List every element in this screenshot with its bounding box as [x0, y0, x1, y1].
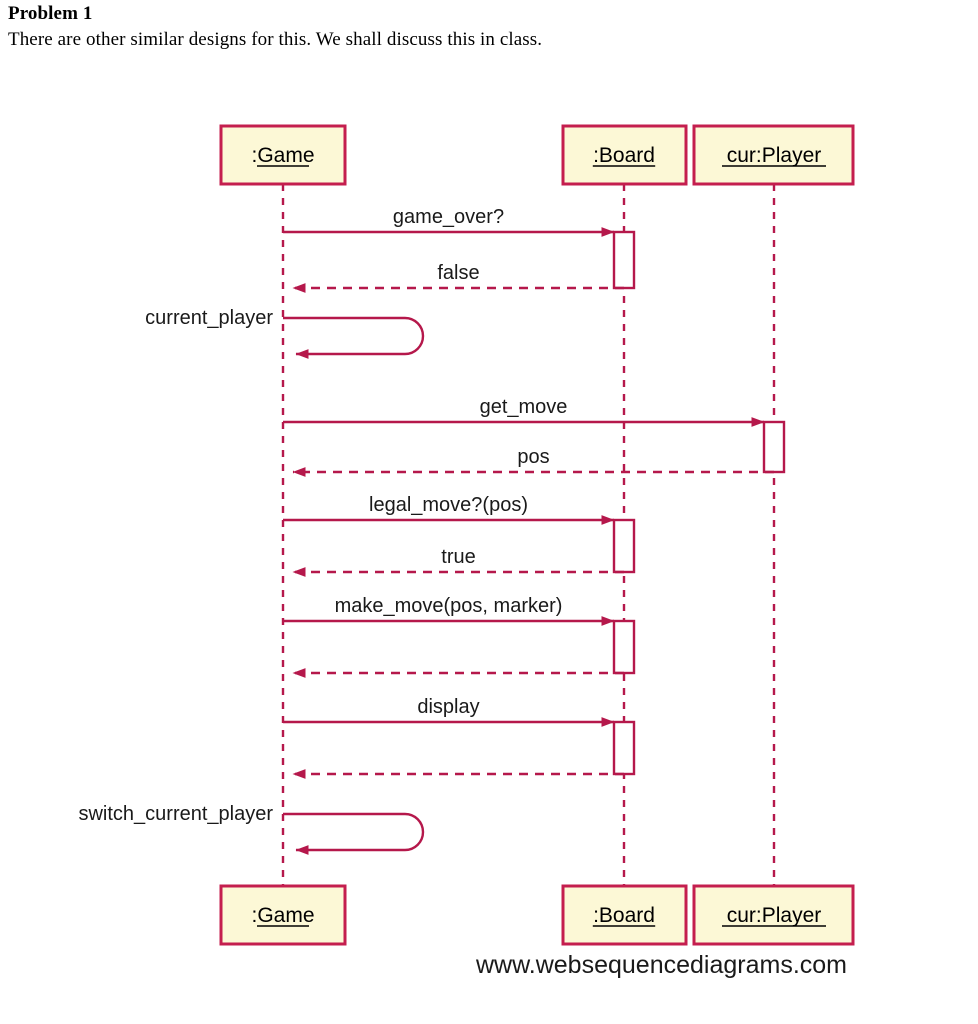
page-title: Problem 1 [8, 3, 93, 24]
participant-box-player-bottom[interactable]: cur:Player [692, 884, 855, 946]
participant-box-player-top[interactable]: cur:Player [692, 124, 855, 186]
message-call: legal_move?(pos) [283, 494, 615, 525]
participant-label: :Game [251, 144, 314, 167]
message-label: legal_move?(pos) [369, 494, 528, 516]
participant-box-board-bottom[interactable]: :Board [561, 884, 688, 946]
message-return: pos [292, 446, 774, 477]
message-label: get_move [480, 396, 568, 418]
activation-bar [612, 230, 636, 290]
message-call: display [283, 696, 615, 727]
participant-box-game-bottom[interactable]: :Game [219, 884, 347, 946]
lifelines-layer [281, 184, 776, 886]
participant-box-frame [692, 884, 855, 946]
message-label: switch_current_player [78, 803, 273, 825]
activation-bar [612, 518, 636, 574]
activation-bar [612, 619, 636, 675]
message-label: current_player [145, 307, 273, 329]
message-return: true [292, 546, 624, 577]
participant-label: :Board [593, 904, 655, 927]
message-label: pos [517, 446, 549, 468]
participant-box-frame [219, 124, 347, 186]
message-label: true [441, 546, 475, 568]
participant-label: :Game [251, 904, 314, 927]
watermark-layer: www.websequencediagrams.com [475, 951, 847, 979]
message-self-call: current_player [145, 307, 425, 359]
participant-box-board-top[interactable]: :Board [561, 124, 688, 186]
participant-label: cur:Player [727, 144, 822, 167]
participant-label: :Board [593, 144, 655, 167]
message-label: false [437, 262, 479, 284]
participant-boxes-layer: :Game :Game :Board :Board cur:Player cur:Play… [219, 124, 855, 946]
message-label: make_move(pos, marker) [335, 595, 563, 617]
problem-description: There are other similar designs for this… [8, 29, 543, 50]
message-self-call: switch_current_player [78, 803, 425, 855]
problem-statement: Problem 1 There are other similar design… [8, 2, 968, 52]
activation-bar [612, 720, 636, 776]
message-call: make_move(pos, marker) [283, 595, 615, 626]
message-return: false [292, 262, 624, 293]
participant-box-frame [561, 124, 688, 186]
self-call-loop [283, 812, 425, 855]
self-call-loop [283, 316, 425, 359]
participant-box-frame [561, 884, 688, 946]
message-call: get_move [283, 396, 765, 427]
participant-box-frame [692, 124, 855, 186]
watermark-text: www.websequencediagrams.com [475, 951, 847, 979]
messages-layer: game_over?false current_player get_movepos… [78, 206, 774, 855]
participant-label: cur:Player [727, 904, 822, 927]
sequence-diagram-canvas: game_over?false current_player get_movepos… [78, 124, 855, 979]
participant-box-game-top[interactable]: :Game [219, 124, 347, 186]
message-call: game_over? [283, 206, 615, 237]
participant-box-frame [219, 884, 347, 946]
activations-layer [612, 230, 786, 776]
message-label: display [417, 696, 479, 718]
activation-bar [762, 420, 786, 474]
message-label: game_over? [393, 206, 504, 228]
